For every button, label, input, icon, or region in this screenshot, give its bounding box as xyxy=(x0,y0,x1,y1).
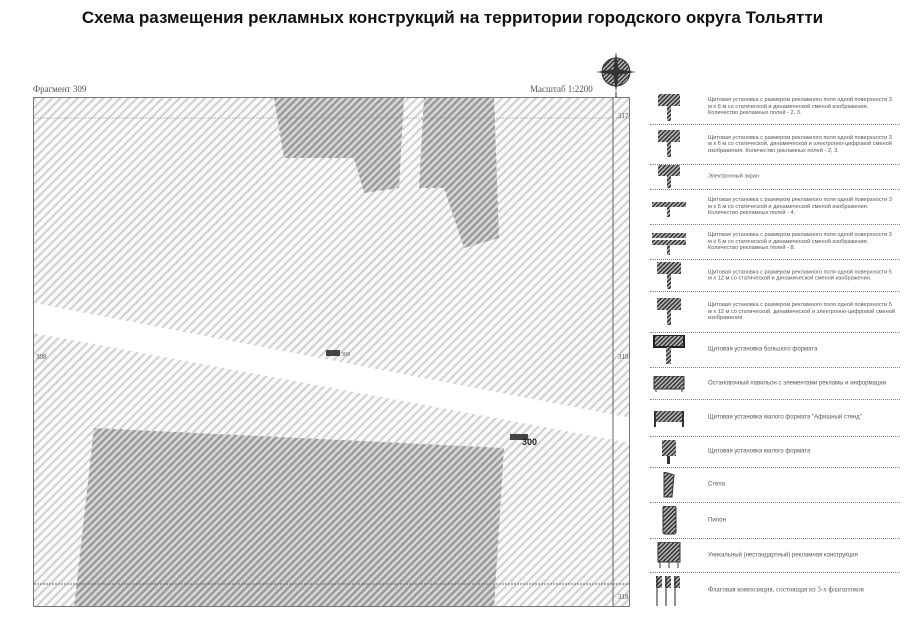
legend-item: Остановочный павильон с элементами рекла… xyxy=(650,368,900,400)
legend-item: Пилон xyxy=(650,503,900,539)
legend-item: Щитовая установка малого формата xyxy=(650,437,900,468)
legend-text: Стела xyxy=(708,481,725,488)
fragment-label: Фрагмент 309 xyxy=(33,84,87,94)
building xyxy=(419,98,499,248)
building xyxy=(274,98,404,193)
scale-label: Масштаб 1:2200 xyxy=(530,84,593,94)
flag-composition-icon xyxy=(656,576,680,606)
road xyxy=(34,303,629,443)
edge-label-bottom-right: 318 xyxy=(618,593,629,601)
bus-stop-pavilion-icon xyxy=(653,376,685,392)
building xyxy=(74,428,504,606)
legend-item: Щитовая установка с размером рекламного … xyxy=(650,125,900,165)
legend-text: Щитовая установка с размером рекламного … xyxy=(708,232,892,252)
legend-text: Щитовая установка с размером рекламного … xyxy=(708,97,892,117)
legend-item: Флаговая композиция, состоящая из 3-х фл… xyxy=(650,573,900,607)
legend-item: Щитовая установка с размером рекламного … xyxy=(650,292,900,333)
large-format-billboard-icon xyxy=(653,335,685,364)
legend-text: Щитовая установка с размером рекламного … xyxy=(708,268,892,282)
compass-rose-icon xyxy=(596,52,636,100)
edge-label-left: 308 xyxy=(36,353,47,361)
small-format-city-board-icon xyxy=(654,411,684,427)
billboard-3x6-digital-icon xyxy=(658,130,680,157)
electronic-screen-icon xyxy=(658,165,680,188)
billboard-3x6-static-dynamic-icon xyxy=(658,94,680,121)
legend-text: Уникальный (нестандартный) рекламная кон… xyxy=(708,552,858,559)
edge-label-top-right: 317 xyxy=(618,112,629,120)
map-fragment[interactable]: 309 300 317 308 318 318 xyxy=(33,97,630,607)
legend-item: Щитовая установка с размером рекламного … xyxy=(650,225,900,260)
ad-construction-marker[interactable] xyxy=(326,350,340,356)
legend-text: Электронный экран xyxy=(708,173,759,180)
stela-icon xyxy=(663,472,675,498)
legend-text: Щитовая установка малого формата xyxy=(708,448,811,455)
legend-text: Щитовая установка с размером рекламного … xyxy=(708,197,892,217)
ad-construction-marker[interactable] xyxy=(510,434,528,440)
legend-item: Щитовая установка с размером рекламного … xyxy=(650,260,900,292)
billboard-3x6-eight-fields-icon xyxy=(652,233,686,255)
legend-item: Уникальный (нестандартный) рекламная кон… xyxy=(650,539,900,573)
legend-text: Остановочный павильон с элементами рекла… xyxy=(708,380,887,387)
billboard-5x12-static-icon xyxy=(657,262,681,289)
legend-text: Щитовая установка с размером рекламного … xyxy=(708,134,892,154)
legend-text: Пилон xyxy=(708,517,726,524)
small-format-billboard-icon xyxy=(662,440,676,464)
legend-item: Щитовая установка с размером рекламного … xyxy=(650,190,900,225)
legend-text: Флаговая композиция, состоящая из 3-х фл… xyxy=(708,585,864,594)
marker-label: 309 xyxy=(341,352,350,358)
legend-item: Щитовая установка малого формата "Афишны… xyxy=(650,400,900,437)
legend-text: Щитовая установка малого формата "Афишны… xyxy=(708,414,862,421)
legend-item: Электронный экран xyxy=(650,165,900,190)
edge-label-right: 318 xyxy=(618,353,629,361)
marker-label: 300 xyxy=(522,437,538,447)
billboard-3x6-four-fields-icon xyxy=(652,202,686,217)
pylon-icon xyxy=(662,506,677,535)
legend-item: Щитовая установка с размером рекламного … xyxy=(650,90,900,125)
legend-text: Щитовая установка с размером рекламного … xyxy=(708,302,895,322)
page-title: Схема размещения рекламных конструкций н… xyxy=(81,8,824,27)
legend-item: Стела xyxy=(650,468,900,503)
billboard-5x12-digital-icon xyxy=(657,298,681,325)
legend-item: Щитовая установка большого формата xyxy=(650,333,900,368)
legend-text: Щитовая установка большого формата xyxy=(708,346,818,353)
unique-construction-icon xyxy=(657,542,681,568)
